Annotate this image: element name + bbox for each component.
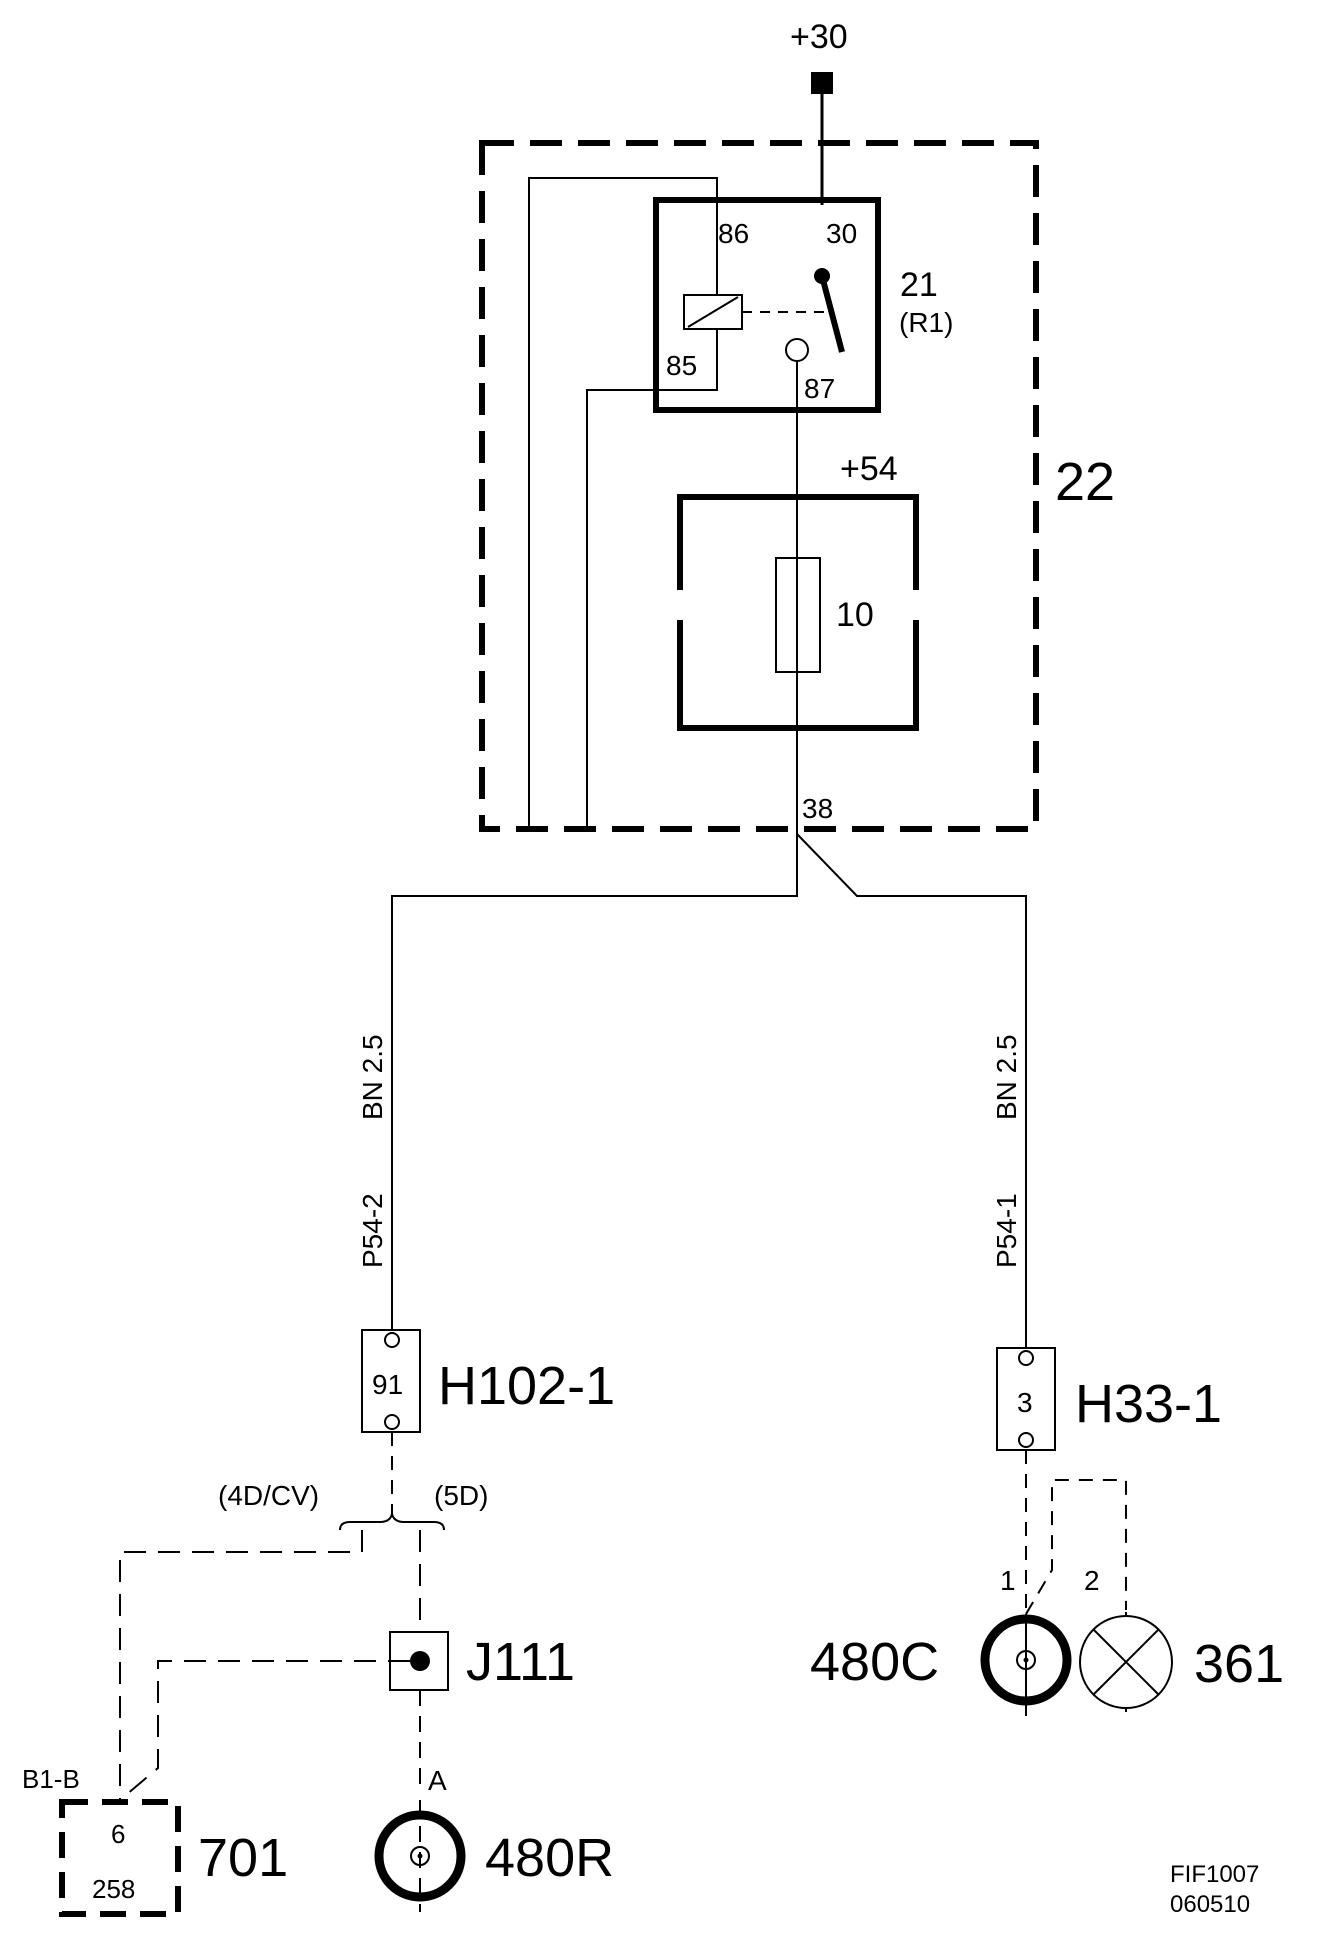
relay-contact-87 [785,338,809,362]
connector-701-pin-ref: B1-B [22,1764,80,1794]
footer-date: 060510 [1170,1891,1250,1918]
connector-h102-pin-top [384,1332,400,1348]
connector-j111-label: J111 [466,1632,575,1692]
variant-left-label: (4D/CV) [218,1480,319,1511]
connector-701-pin-bottom: 258 [92,1874,135,1904]
relay-ref: (R1) [899,307,953,338]
component-480c-pin: 1 [1000,1565,1016,1596]
relay-coil-diagonal [687,296,739,328]
wire-right-id: P54-1 [991,1193,1022,1268]
relay-pin-85: 85 [666,350,697,381]
connector-701-pin-top: 6 [111,1819,125,1849]
wire-pin86-loop [528,177,718,826]
wire-pin85-loop [586,330,718,826]
variant-right-label: (5D) [434,1480,488,1511]
component-480r-pin: A [428,1765,447,1796]
component-480c-dot [1023,1657,1029,1663]
relay-id: 21 [900,266,938,304]
wire-right-spec: BN 2.5 [991,1034,1022,1120]
connector-701-outline [59,1799,181,1917]
relay-contact-arm [819,275,845,353]
footer-code: FIF1007 [1170,1861,1259,1888]
variant-bracket [339,1513,445,1531]
wire-h33-to-361 [1025,1479,1127,1615]
component-361-label: 361 [1194,1634,1284,1694]
component-480c-center [1016,1650,1036,1670]
supply-terminal [811,72,833,94]
connector-h102-label: H102-1 [438,1356,615,1416]
component-480r-label: 480R [485,1828,614,1888]
wire-left-spec: BN 2.5 [357,1034,388,1120]
component-480r-ring [374,1810,466,1902]
component-480c-label: 480C [810,1632,939,1692]
fusebox-outline [479,140,1039,832]
wire-j111-to-701 [119,1660,410,1801]
component-361-cross-b [1092,1628,1160,1696]
connector-701-label: 701 [198,1828,288,1888]
component-480c-ring [980,1614,1072,1706]
wire-p54-2 [391,830,798,1330]
connector-h33-pin-bottom [1018,1432,1034,1448]
component-480r-center [410,1846,430,1866]
fusebox-id: 22 [1055,452,1115,512]
relay-pin-30: 30 [826,218,857,249]
connector-h33-pin: 3 [1017,1387,1033,1418]
wire-p54-1 [796,833,1027,1348]
fusebox-output-pin: 38 [802,793,833,824]
fuse-number: 10 [836,596,874,634]
wire-left-id: P54-2 [357,1193,388,1268]
connector-j111-pin [410,1651,430,1671]
connector-h33-pin-top [1018,1350,1034,1366]
relay-outline [653,197,881,413]
supply-plus30-label: +30 [790,18,848,56]
wire-4dcv-dashed [119,1530,363,1800]
relay-pin-87: 87 [804,373,835,404]
component-480r-dot [417,1853,423,1859]
fuse-holder-outline [677,494,919,731]
connector-h102-pin: 91 [372,1369,403,1400]
connector-h33-label: H33-1 [1075,1374,1222,1434]
fuse-supply-label: +54 [840,450,898,488]
component-361-pin: 2 [1084,1565,1100,1596]
connector-h102-pin-bottom [384,1414,400,1430]
relay-pin-86: 86 [718,218,749,249]
